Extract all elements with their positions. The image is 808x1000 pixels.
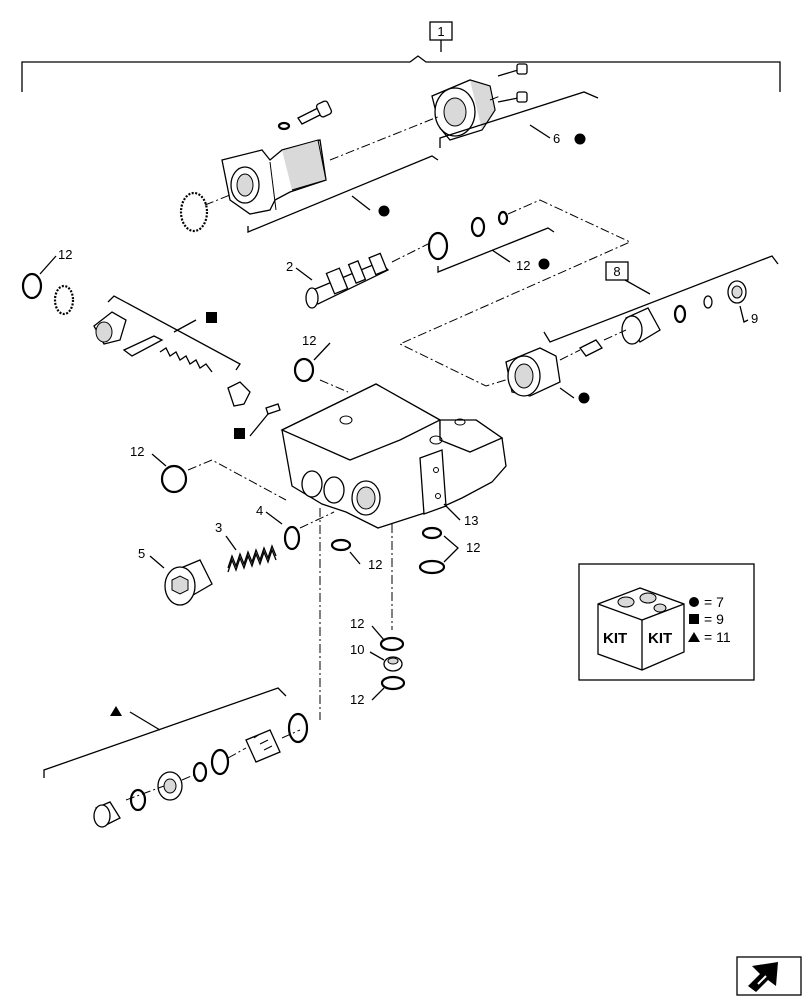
- o-ring-left[interactable]: [21, 272, 43, 300]
- cap-bottom[interactable]: [93, 801, 121, 828]
- spool-valve[interactable]: [305, 252, 390, 309]
- wave-ring-left[interactable]: [53, 284, 75, 316]
- poppet-left[interactable]: [227, 381, 251, 407]
- legend-circle-icon: [689, 597, 699, 607]
- callout-5[interactable]: 5: [138, 546, 145, 561]
- cap-screw-bottom[interactable]: [497, 91, 528, 103]
- relief-valve-body[interactable]: [505, 347, 561, 397]
- callout-12[interactable]: 12: [350, 692, 364, 707]
- o-ring-bottom-kit-small[interactable]: [192, 761, 208, 783]
- orifice-10[interactable]: [383, 656, 403, 672]
- kit-square-symbol: [234, 428, 245, 439]
- o-ring-bottom-kit-medium[interactable]: [210, 748, 230, 776]
- washer[interactable]: [277, 121, 291, 131]
- kit-bracket-8: 8: [543, 255, 779, 343]
- o-ring-bottom-kit-cap[interactable]: [129, 788, 147, 812]
- o-ring-left-body[interactable]: [160, 464, 188, 494]
- callout-1[interactable]: 1: [437, 24, 444, 39]
- cap-screw-top[interactable]: [497, 63, 528, 77]
- callout-12[interactable]: 12: [368, 557, 382, 572]
- legend-square-icon: [689, 614, 699, 624]
- callout-12[interactable]: 12: [130, 444, 144, 459]
- callout-4[interactable]: 4: [256, 503, 263, 518]
- o-ring-stack-bottom[interactable]: [380, 675, 406, 691]
- o-ring-right-top[interactable]: [421, 526, 443, 540]
- kit-square-symbol: [206, 312, 217, 323]
- kit-bracket-triangle: [43, 687, 287, 778]
- callout-13[interactable]: 13: [464, 513, 478, 528]
- kit-circle-symbol: [538, 258, 550, 270]
- legend-triangle-icon: [688, 632, 700, 642]
- kit-circle-symbol: [378, 205, 390, 217]
- check-seat-bottom[interactable]: [157, 771, 183, 801]
- relief-spring[interactable]: [227, 544, 277, 573]
- callout-3[interactable]: 3: [215, 520, 222, 535]
- o-ring-relief[interactable]: [673, 304, 687, 324]
- kit-word-left: KIT: [603, 630, 627, 647]
- valve-body[interactable]: [280, 383, 507, 529]
- callout-8[interactable]: 8: [613, 264, 620, 279]
- kit-circle-symbol: [578, 392, 590, 404]
- solenoid-housing[interactable]: [221, 139, 327, 215]
- check-valve-bottom[interactable]: [245, 729, 281, 763]
- o-ring-spool-medium[interactable]: [470, 216, 486, 238]
- o-ring-top-body[interactable]: [293, 357, 315, 383]
- kit-bracket-6: 6: [439, 91, 599, 148]
- callout-10[interactable]: 10: [350, 642, 364, 657]
- relief-poppet[interactable]: [579, 339, 603, 357]
- callout-12[interactable]: 12: [516, 258, 530, 273]
- legend-square-text: = 9: [704, 611, 724, 627]
- o-ring-spool-small[interactable]: [497, 210, 509, 226]
- callout-12[interactable]: 12: [302, 333, 316, 348]
- kit-bracket-square: [107, 295, 241, 371]
- kit-circle-symbol: [574, 133, 586, 145]
- check-valve-seat[interactable]: [93, 311, 127, 345]
- legend-triangle-text: = 11: [704, 629, 731, 645]
- relief-adjuster[interactable]: [621, 307, 661, 345]
- o-ring-bottom-left[interactable]: [330, 538, 352, 552]
- callout-12[interactable]: 12: [350, 616, 364, 631]
- callout-9[interactable]: 9: [751, 311, 758, 326]
- check-spring-left[interactable]: [159, 347, 213, 373]
- o-ring-4[interactable]: [283, 525, 301, 551]
- callout-12[interactable]: 12: [466, 540, 480, 555]
- pin[interactable]: [265, 403, 281, 415]
- o-ring-bottom-kit-large[interactable]: [287, 712, 309, 744]
- o-ring-right-bottom[interactable]: [418, 559, 446, 575]
- callout-12[interactable]: 12: [58, 247, 72, 262]
- legend-circle-text: = 7: [704, 594, 724, 610]
- assembly-bracket-1: 1: [21, 21, 781, 92]
- kit-word-right: KIT: [648, 630, 672, 647]
- kit-legend: KIT KIT = 7 = 9 = 11: [578, 563, 755, 681]
- retainer-clip[interactable]: [122, 335, 164, 357]
- next-page-arrow-icon[interactable]: [736, 956, 802, 996]
- o-ring-stack-top[interactable]: [379, 636, 405, 652]
- o-ring-spool-large[interactable]: [427, 231, 449, 261]
- kit-triangle-symbol: [110, 706, 122, 716]
- kit-bracket-12-spool: 12: [437, 227, 555, 273]
- wave-ring[interactable]: [179, 191, 209, 233]
- callout-6[interactable]: 6: [553, 131, 560, 146]
- screw-upper[interactable]: [297, 100, 333, 125]
- housing-bracket: [247, 155, 439, 233]
- callout-2[interactable]: 2: [286, 259, 293, 274]
- plug-5[interactable]: [164, 559, 213, 606]
- kit-box-icon: KIT KIT: [597, 587, 685, 671]
- relief-cap-9[interactable]: [727, 280, 747, 304]
- relief-washer[interactable]: [703, 295, 713, 309]
